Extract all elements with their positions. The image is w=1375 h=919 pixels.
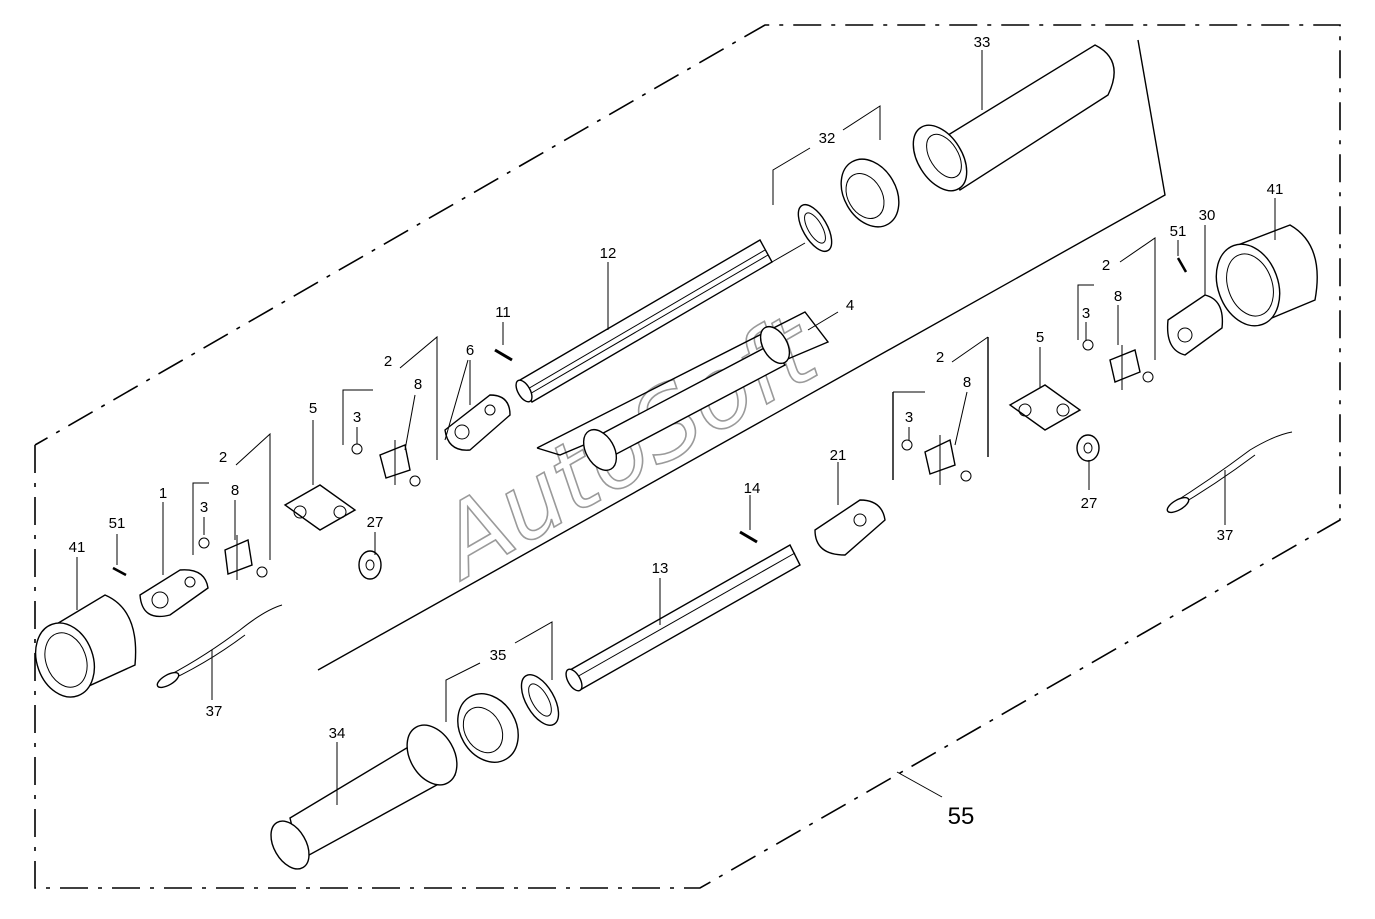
right-side-kit <box>892 224 1318 514</box>
leader-lines <box>76 50 1276 805</box>
callout-41-right: 41 <box>1267 181 1284 198</box>
washer-27-left <box>358 550 382 580</box>
yoke-5-right <box>1008 384 1082 431</box>
callout-34: 34 <box>329 725 346 742</box>
callout-3-far-right: 3 <box>1082 305 1090 322</box>
callout-2-right-middle: 2 <box>936 349 944 366</box>
yoke-1 <box>139 569 209 618</box>
guard-cone-41-right <box>1215 224 1318 327</box>
cross-kit-right-middle <box>901 435 972 485</box>
safety-chain-37-left <box>156 604 283 689</box>
callout-3-right-middle: 3 <box>905 409 913 426</box>
cross-kit-upper-left <box>351 440 421 487</box>
callouts: 33 32 12 4 11 6 2 8 5 3 2 1 8 3 27 51 41… <box>69 34 1284 830</box>
guard-cone-41-left <box>34 594 137 698</box>
callout-12: 12 <box>600 245 617 262</box>
yoke-5-left <box>283 484 357 531</box>
callout-2-upper-left: 2 <box>384 353 392 370</box>
assembly-boundary <box>34 24 1341 889</box>
upper-shaft-assembly <box>34 39 1166 698</box>
callout-11: 11 <box>495 304 511 321</box>
callout-4: 4 <box>846 297 854 314</box>
callout-35: 35 <box>490 647 507 664</box>
callout-2-far-left: 2 <box>219 449 227 466</box>
callout-2-far-right: 2 <box>1102 257 1110 274</box>
callout-5-right: 5 <box>1036 329 1044 346</box>
callout-6: 6 <box>466 342 474 359</box>
inner-tube-4 <box>536 311 830 471</box>
callout-8-upper-left: 8 <box>414 376 422 393</box>
tube-13 <box>565 544 801 692</box>
callout-3-far-left: 3 <box>200 499 208 516</box>
callout-21: 21 <box>830 447 847 464</box>
guard-tube-34 <box>270 724 458 870</box>
callout-37-left: 37 <box>206 703 223 720</box>
cross-kit-far-right <box>1082 339 1154 390</box>
lower-shaft-assembly <box>270 499 886 870</box>
callout-32: 32 <box>819 130 836 147</box>
bearing-32 <box>797 158 900 253</box>
callout-30: 30 <box>1199 207 1216 224</box>
callout-14: 14 <box>744 480 761 497</box>
callout-33: 33 <box>974 34 991 51</box>
cross-kit-far-left <box>198 535 268 580</box>
callout-13: 13 <box>652 560 669 577</box>
callout-51-right: 51 <box>1170 223 1187 240</box>
callout-8-right-middle: 8 <box>963 374 971 391</box>
callout-51-left: 51 <box>109 515 126 532</box>
safety-chain-37-right <box>1166 431 1293 514</box>
callout-5-left: 5 <box>309 400 317 417</box>
callout-8-far-left: 8 <box>231 482 239 499</box>
yoke-6 <box>444 394 511 451</box>
guard-tube-33 <box>912 44 1115 192</box>
callout-8-far-right: 8 <box>1114 288 1122 305</box>
yoke-30 <box>1166 294 1224 356</box>
callout-27-left: 27 <box>367 514 384 531</box>
washer-27-right <box>1076 434 1100 462</box>
callout-27-right: 27 <box>1081 495 1098 512</box>
callout-1: 1 <box>159 485 167 502</box>
callout-41-left: 41 <box>69 539 86 556</box>
yoke-21 <box>814 499 886 556</box>
bearing-35 <box>457 674 560 763</box>
callout-3-upper-left: 3 <box>353 409 361 426</box>
callout-55: 55 <box>948 803 975 830</box>
callout-37-right: 37 <box>1217 527 1234 544</box>
